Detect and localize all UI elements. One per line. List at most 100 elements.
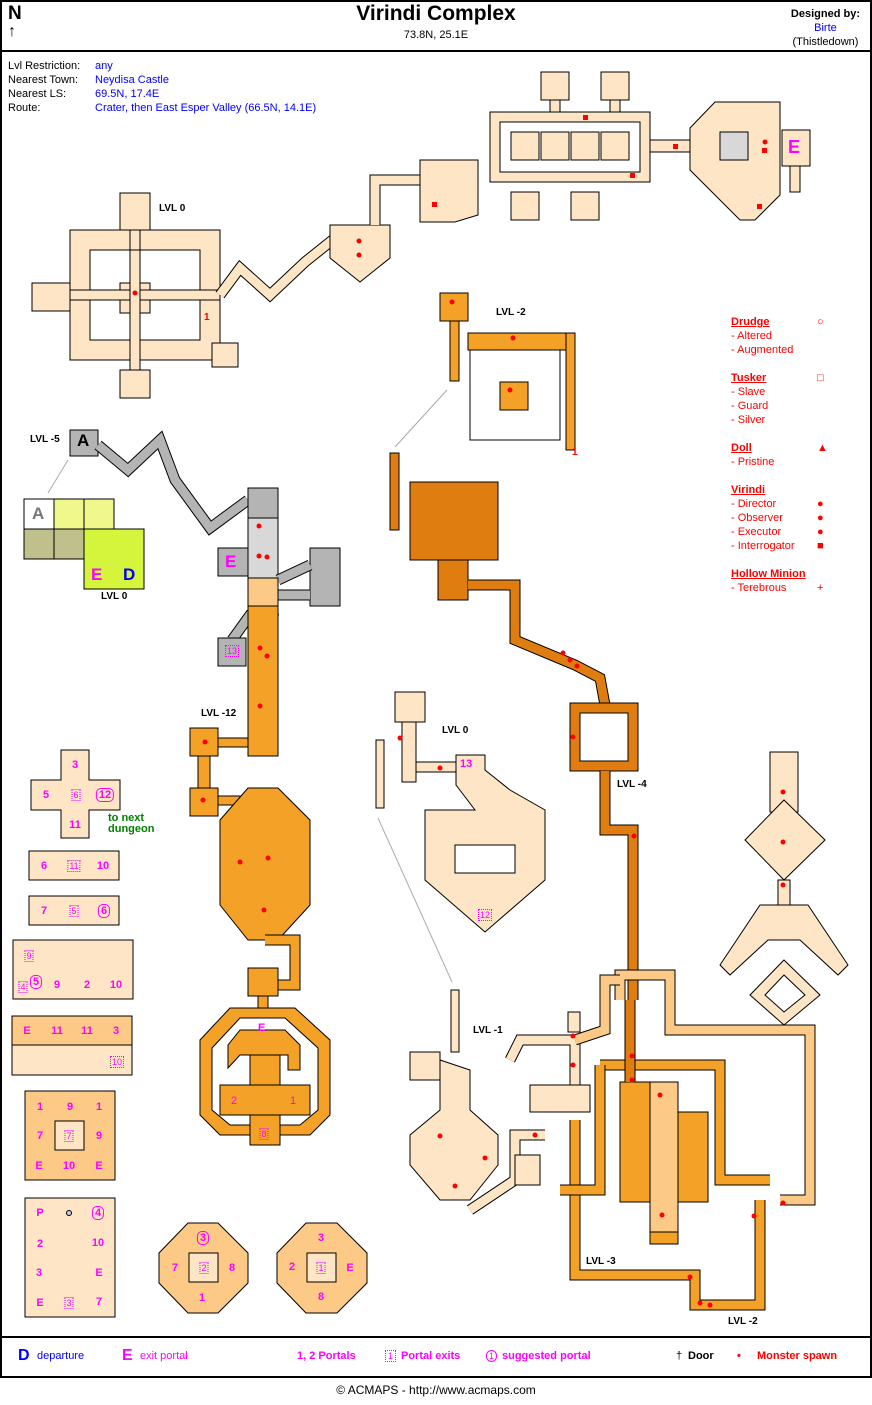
portal-exit: 2	[199, 1262, 209, 1274]
north-arrow: N↑	[8, 3, 22, 40]
portal-number: 5	[42, 789, 50, 801]
level-label: LVL 0	[101, 591, 128, 602]
portal-number: 6	[40, 860, 48, 872]
level-label: LVL -1	[473, 1025, 503, 1036]
portal-number: 3	[71, 759, 79, 771]
portal-exit: 5	[69, 905, 79, 917]
portal-number: 9	[66, 1101, 74, 1113]
monster-spawns	[132, 115, 786, 1308]
page-title: Virindi Complex	[356, 2, 516, 25]
portal-number: 8	[228, 1262, 236, 1274]
level-label: LVL -3	[586, 1256, 616, 1267]
departure-marker: D	[123, 565, 136, 584]
portal-exit: 13	[224, 645, 240, 657]
level-label: LVL -12	[201, 708, 237, 719]
exit-symbol: E	[122, 1347, 133, 1364]
level-label: LVL -4	[617, 779, 647, 790]
portal-number: P	[36, 1207, 44, 1219]
legend-tusker: Tusker□- Slave- Guard- Silver	[731, 372, 824, 426]
portal-number: 1	[198, 1292, 206, 1304]
portal-number: 10	[96, 860, 110, 872]
legend-monster-spawn: Monster spawn	[757, 1350, 838, 1362]
portal-exit: 11	[67, 860, 81, 872]
door-icon: †	[676, 1350, 683, 1362]
portal-number: 3	[35, 1267, 43, 1279]
portal-number: E	[95, 1160, 103, 1172]
designer-credit: Designed by:Birte(Thistledown)	[790, 8, 860, 48]
portal-number: 1	[95, 1101, 103, 1113]
level-minus12-area	[189, 577, 331, 1146]
departure-symbol: D	[18, 1347, 30, 1364]
portal-number: 9	[53, 979, 61, 991]
suggested-portal: 6	[97, 904, 111, 918]
legend-suggested-portal: suggested portal	[502, 1350, 591, 1362]
portal-exit-symbol: 1	[385, 1350, 397, 1362]
exit-portal-marker: E	[91, 565, 103, 584]
portal-number: 10	[109, 979, 123, 991]
portal-number: 11	[51, 1025, 63, 1037]
portal-exit: 6	[71, 789, 81, 801]
suggested-portal: 3	[196, 1231, 210, 1245]
level-0-west-area	[31, 71, 811, 399]
exit-portal-marker: E	[225, 552, 237, 571]
portal-number: 2	[36, 1238, 44, 1250]
level-label: LVL 0	[442, 725, 469, 736]
portal-marker: 2	[231, 1095, 238, 1107]
level-label: LVL -5	[30, 434, 60, 445]
portal-number: 10	[91, 1237, 105, 1249]
legend-portals: 1, 2 Portals	[297, 1350, 356, 1362]
info-level-restriction: Lvl Restriction:any	[8, 60, 113, 72]
exit-portal-marker: E	[788, 137, 801, 157]
portal-number: E	[346, 1262, 354, 1274]
portal-number: 10	[62, 1160, 76, 1172]
portal-number: E	[95, 1267, 103, 1279]
portal-exit: 4	[18, 981, 28, 993]
portal-number: 7	[171, 1262, 179, 1274]
portal-number: 8	[317, 1291, 325, 1303]
level-0-east-area	[719, 751, 849, 1026]
portal-exit: 9	[24, 950, 34, 962]
level-minus3-area	[560, 969, 816, 1311]
portal-exit: 3	[64, 1297, 74, 1309]
footer-copyright: © ACMAPS - http://www.acmaps.com	[336, 1383, 536, 1397]
legend-portal-exits: Portal exits	[401, 1350, 461, 1362]
legend-doll: Doll▲- Pristine	[731, 442, 828, 468]
info-nearest-ls: Nearest LS:69.5N, 17.4E	[8, 88, 160, 100]
portal-exit: 8	[259, 1128, 269, 1140]
portal-exit: 1	[316, 1262, 326, 1274]
legend-bar	[0, 1336, 872, 1378]
portal-number: 9	[95, 1130, 103, 1142]
portal-marker: 1	[290, 1095, 297, 1107]
spawn-icon: •	[737, 1350, 741, 1362]
level-minus5-area	[23, 429, 341, 667]
portal-number: 2	[83, 979, 91, 991]
start-marker: A	[32, 504, 45, 523]
header	[0, 0, 872, 52]
level-minus4-area	[389, 452, 639, 1000]
level-0-central-area	[375, 691, 546, 983]
legend-exit-portal: exit portal	[140, 1350, 188, 1362]
dungeon-coords: 73.8N, 25.1E	[403, 29, 469, 41]
portal-marker: 1	[572, 447, 578, 458]
portal-marker: 13	[460, 758, 473, 770]
portal-number: 3	[317, 1232, 325, 1244]
next-dungeon-note: to next dungeon	[108, 812, 155, 835]
suggested-portal: 5	[29, 975, 43, 989]
exit-portal-marker: E	[258, 1022, 266, 1034]
portal-number: 11	[69, 819, 81, 831]
suggested-portal: 12	[95, 788, 115, 802]
suggested-portal-symbol: 1	[486, 1350, 498, 1362]
level-minus1-area	[409, 989, 591, 1215]
portal-number: 11	[81, 1025, 93, 1037]
level-minus2-north-area	[394, 292, 576, 451]
legend-virindi: Virindi - Director● - Observer● - Execut…	[731, 484, 824, 552]
portal-number: E	[23, 1025, 31, 1037]
portal-number: E	[35, 1160, 43, 1172]
portal-number: 2	[288, 1261, 296, 1273]
portal-number: 1	[36, 1101, 44, 1113]
start-marker: A	[77, 431, 90, 450]
level-label: LVL -2	[728, 1316, 758, 1327]
suggested-portal: 4	[91, 1206, 105, 1220]
